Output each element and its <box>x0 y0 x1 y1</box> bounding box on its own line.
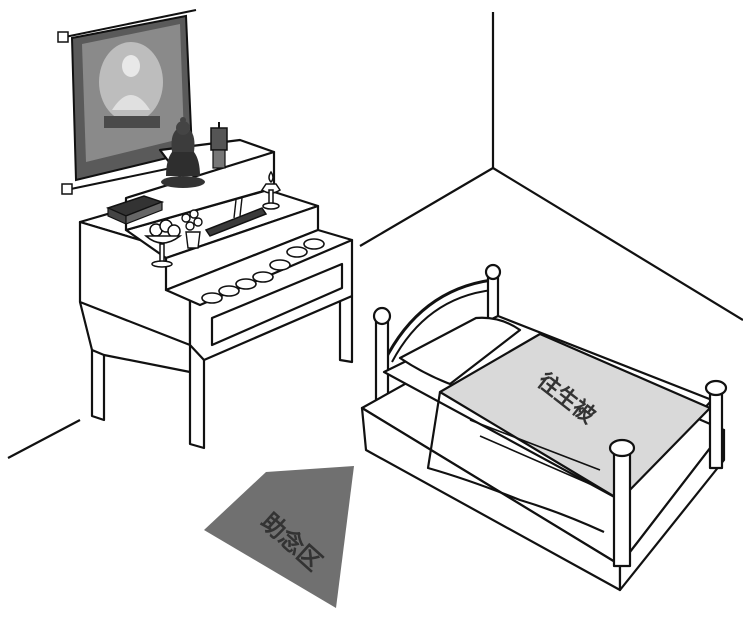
offering-bowl-icon <box>202 293 222 303</box>
offering-bowl-icon <box>304 239 324 249</box>
offering-bowl-icon <box>270 260 290 270</box>
offering-bowl-icon <box>219 286 239 296</box>
offering-bowl-icon <box>236 279 256 289</box>
chanting-area-arrow: 助念区 <box>204 466 354 608</box>
offering-bowl-icon <box>253 272 273 282</box>
bed <box>362 265 726 590</box>
offering-bowl-icon <box>287 247 307 257</box>
prayer-wheel-icon <box>211 122 227 168</box>
